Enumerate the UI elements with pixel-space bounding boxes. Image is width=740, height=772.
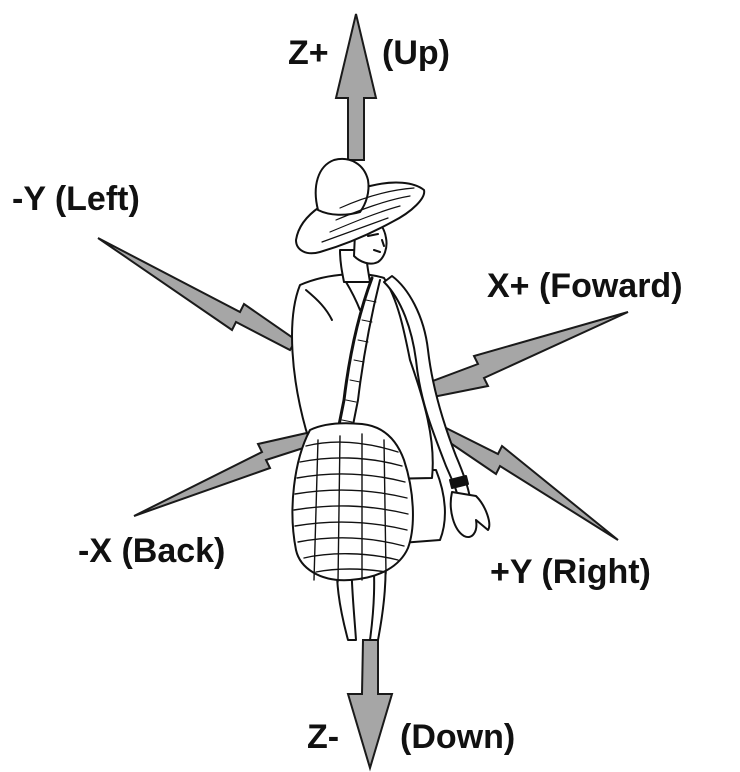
strap-texture bbox=[341, 299, 377, 423]
face-features bbox=[367, 233, 385, 253]
hat-texture bbox=[321, 187, 415, 243]
neckline bbox=[305, 281, 361, 321]
up-label: (Up) bbox=[382, 34, 450, 72]
z-minus-arrow bbox=[346, 639, 394, 772]
down-label: (Down) bbox=[400, 718, 516, 756]
z-plus-arrow bbox=[334, 13, 378, 161]
x-plus-label: X+ (Foward) bbox=[487, 267, 683, 305]
y-plus-label: +Y (Right) bbox=[490, 553, 651, 591]
z-plus-label: Z+ bbox=[288, 34, 329, 72]
wristband bbox=[449, 475, 469, 489]
y-minus-arrow bbox=[97, 237, 298, 352]
z-minus-label: Z- bbox=[307, 718, 340, 756]
woman-with-hat-and-bag-figure bbox=[291, 158, 491, 641]
right-hand bbox=[449, 491, 491, 538]
y-minus-label: -Y (Left) bbox=[12, 180, 140, 218]
x-plus-arrow bbox=[412, 311, 629, 402]
bag-texture bbox=[293, 433, 409, 583]
hat-crown bbox=[314, 158, 370, 216]
x-minus-label: -X (Back) bbox=[78, 532, 226, 570]
